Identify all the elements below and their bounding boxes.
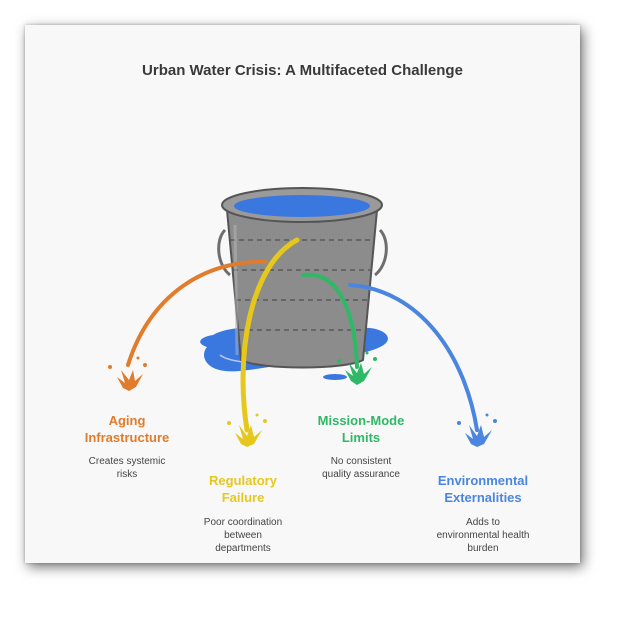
stream-blue	[348, 283, 479, 432]
desc-line: Creates systemic	[88, 456, 166, 467]
desc-line: Poor coordination	[203, 517, 283, 528]
label-aging-infrastructure: Aging Infrastructure	[67, 412, 187, 446]
splash-icon	[227, 413, 267, 447]
label-regulatory-failure: Regulatory Failure	[183, 472, 303, 506]
desc-line: burden	[467, 543, 499, 554]
splash-icon	[457, 413, 497, 447]
desc-line: Adds to	[466, 517, 500, 528]
desc-line: No consistent	[330, 456, 392, 467]
label-line: Regulatory	[209, 473, 277, 488]
desc-aging-infrastructure: Creates systemic risks	[67, 455, 187, 481]
label-line: Failure	[221, 490, 265, 505]
label-line: Infrastructure	[84, 430, 170, 445]
desc-line: risks	[116, 469, 138, 480]
diagram-title: Urban Water Crisis: A Multifaceted Chall…	[142, 62, 463, 79]
label-line: Externalities	[444, 490, 522, 505]
desc-regulatory-failure: Poor coordination between departments	[183, 516, 303, 555]
desc-line: departments	[215, 543, 271, 554]
desc-environmental-externalities: Adds to environmental health burden	[418, 516, 548, 555]
desc-mission-mode-limits: No consistent quality assurance	[301, 455, 421, 481]
label-line: Environmental	[437, 473, 529, 488]
label-line: Mission-Mode	[317, 413, 405, 428]
desc-line: quality assurance	[322, 469, 400, 480]
bucket-body	[225, 209, 379, 369]
bucket-water	[234, 195, 370, 217]
desc-line: environmental health	[436, 530, 530, 541]
stream-yellow	[240, 237, 300, 433]
bucket-handle	[217, 228, 232, 277]
leaking-bucket-illustration	[108, 187, 497, 447]
label-environmental-externalities: Environmental Externalities	[418, 472, 548, 506]
splash-icon	[337, 351, 377, 385]
infographic-card: Urban Water Crisis: A Multifaceted Chall…	[25, 25, 580, 563]
label-line: Limits	[341, 430, 381, 445]
splash-icon	[108, 356, 147, 391]
label-line: Aging	[108, 413, 146, 428]
stream-orange	[126, 259, 267, 367]
label-mission-mode-limits: Mission-Mode Limits	[301, 412, 421, 446]
desc-line: between	[224, 530, 262, 541]
stream-green	[301, 272, 359, 369]
